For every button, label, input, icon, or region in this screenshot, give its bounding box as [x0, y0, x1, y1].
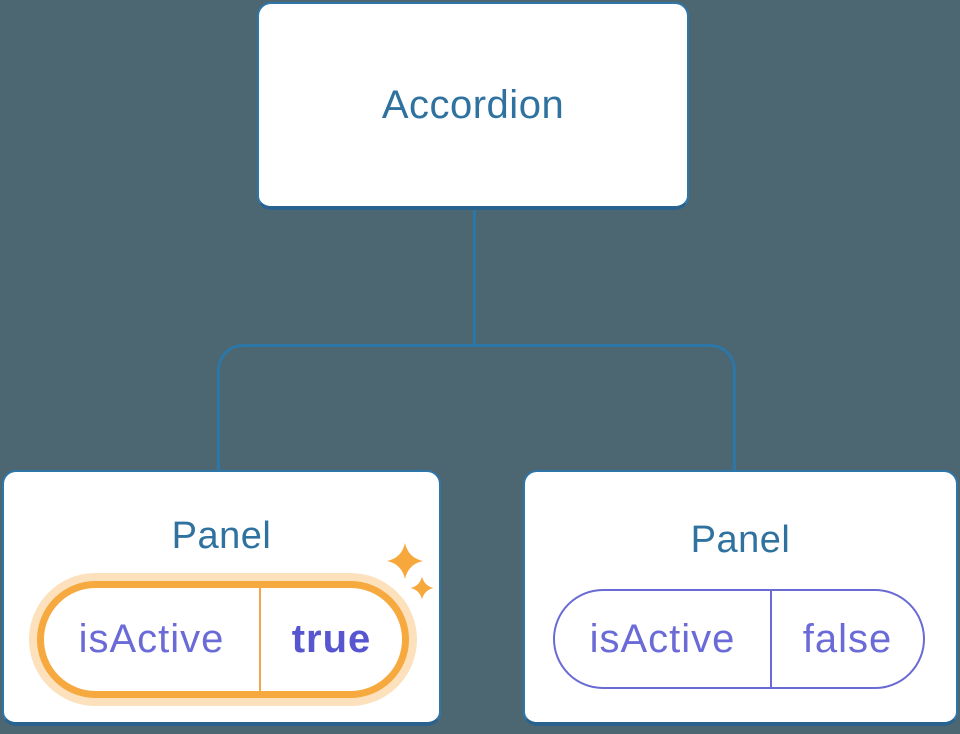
state-pill-active: isActive true: [37, 581, 409, 698]
state-name-label: isActive: [589, 616, 736, 661]
accordion-label: Accordion: [381, 82, 565, 127]
connector-root-stem: [473, 210, 476, 346]
panel-title: Panel: [171, 515, 272, 557]
pill-divider: [770, 591, 772, 687]
panel-node-active: Panel isActive true: [2, 470, 441, 726]
panel-title: Panel: [690, 519, 791, 561]
state-value-label: false: [802, 616, 893, 661]
state-pill-inactive: isActive false: [553, 589, 925, 689]
panel-node-inactive: Panel isActive false: [523, 470, 958, 726]
accordion-node: Accordion: [257, 2, 689, 210]
sparkles-icon: [387, 543, 434, 600]
pill-divider: [259, 588, 261, 691]
connector-branch: [217, 344, 736, 470]
state-name-label: isActive: [78, 617, 225, 661]
state-value-label: true: [291, 617, 372, 661]
